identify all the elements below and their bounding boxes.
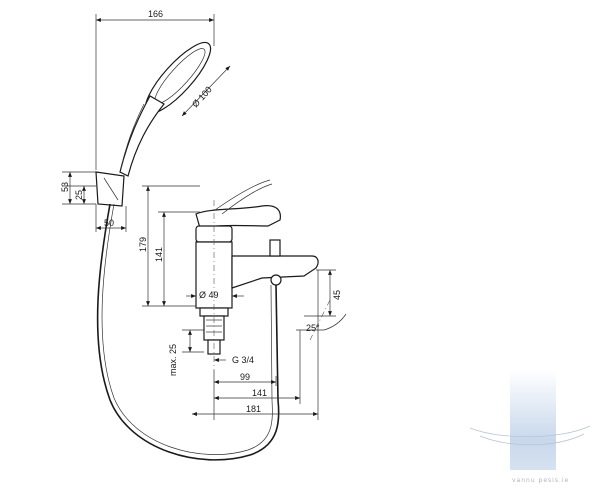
mixer-body bbox=[195, 179, 319, 355]
dim-spray-diameter: Ø 100 bbox=[190, 84, 214, 109]
dim-reach-mid: 141 bbox=[252, 388, 267, 398]
shower-handle bbox=[119, 95, 165, 177]
hand-shower bbox=[119, 41, 212, 177]
handle-highlight bbox=[120, 103, 145, 169]
dim-reach-short: 99 bbox=[240, 372, 250, 382]
dim-reach-long: 181 bbox=[246, 404, 261, 414]
dim-body-diameter: Ø 49 bbox=[199, 290, 219, 300]
dim-mixer-height: 179 bbox=[138, 237, 148, 252]
dim-spout-angle: 25° bbox=[306, 323, 320, 333]
shower-hose bbox=[96, 203, 280, 461]
dim-holder-width: 50 bbox=[104, 218, 114, 228]
dim-spout-drop: 45 bbox=[332, 290, 342, 300]
dim-thread: G 3/4 bbox=[232, 355, 254, 365]
dim-holder-inner: 25 bbox=[74, 190, 84, 200]
dim-width-total: 166 bbox=[148, 9, 163, 19]
wall-holder bbox=[95, 171, 125, 207]
dim-spout-height: 141 bbox=[154, 247, 164, 262]
dim-max-thickness: max. 25 bbox=[168, 344, 178, 376]
mixer-spout bbox=[231, 255, 319, 289]
watermark-bar bbox=[510, 370, 556, 470]
dim-holder-height: 53 bbox=[60, 182, 70, 192]
mixer-lever bbox=[195, 205, 281, 229]
watermark-text: vannu pesis.ie bbox=[512, 477, 569, 484]
